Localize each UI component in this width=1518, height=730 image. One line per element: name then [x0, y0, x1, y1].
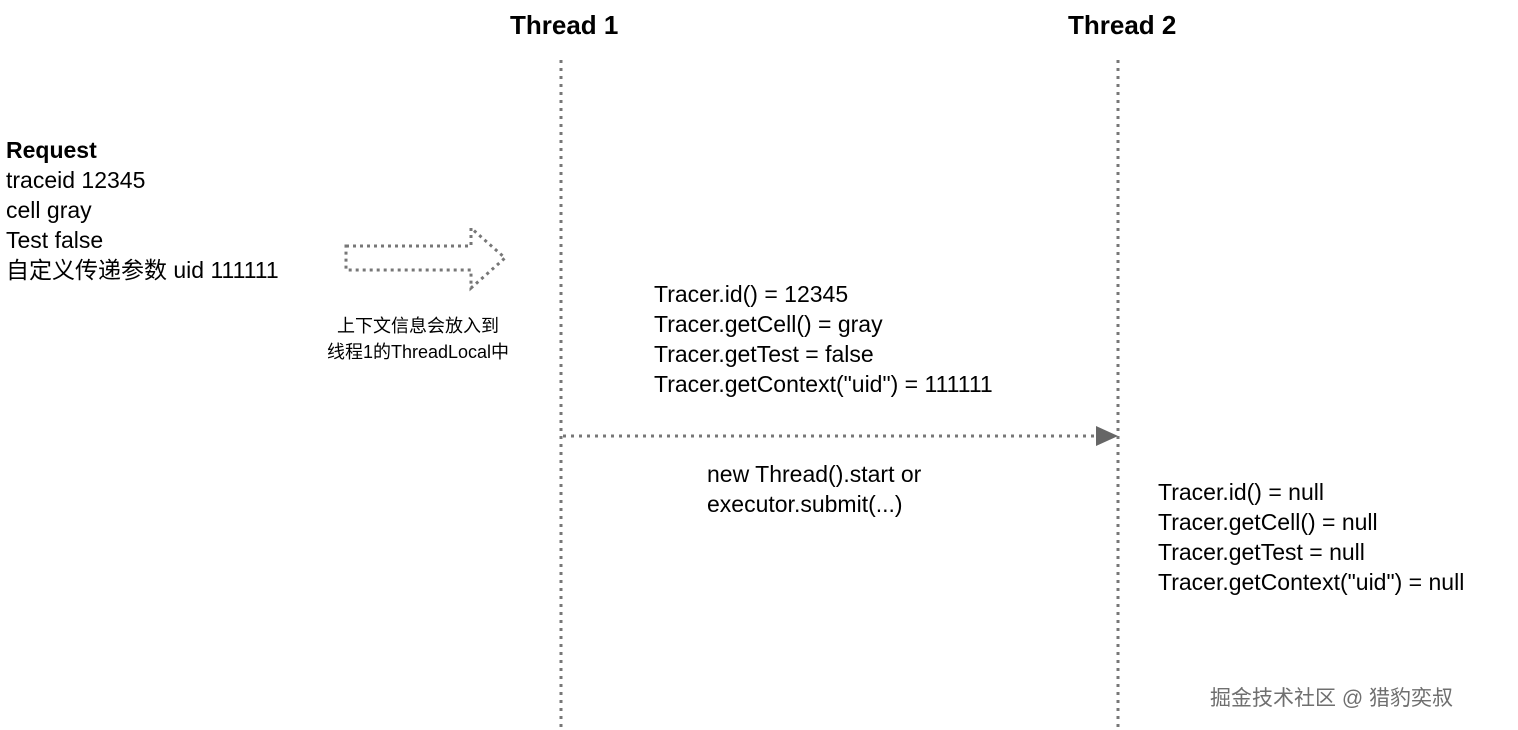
thread-2-values: Tracer.id() = null Tracer.getCell() = nu… — [1158, 477, 1464, 597]
thread-1-value-line: Tracer.id() = 12345 — [654, 281, 849, 307]
context-caption: 上下文信息会放入到 线程1的ThreadLocal中 — [300, 313, 536, 365]
request-title: Request — [6, 137, 97, 163]
thread-1-title: Thread 1 — [510, 10, 619, 40]
thread-1-value-line: Tracer.getContext("uid") = 111111 — [654, 371, 993, 397]
thread-1-values: Tracer.id() = 12345 Tracer.getCell() = g… — [654, 279, 993, 399]
spawn-caption-line: new Thread().start or — [707, 461, 922, 487]
thread-2-value-line: Tracer.getCell() = null — [1158, 509, 1378, 535]
thread-1-value-line: Tracer.getCell() = gray — [654, 311, 883, 337]
thread-2-title: Thread 2 — [1068, 10, 1177, 40]
thread-2-value-line: Tracer.getTest = null — [1158, 539, 1365, 565]
request-block: Request traceid 12345 cell gray Test fal… — [6, 135, 279, 285]
spawn-caption: new Thread().start or executor.submit(..… — [707, 459, 921, 519]
spawn-arrow-head — [1096, 426, 1118, 446]
watermark: 掘金技术社区 @ 猎豹奕叔 — [1210, 687, 1453, 710]
request-line: traceid 12345 — [6, 167, 146, 193]
thread-2-value-line: Tracer.getContext("uid") = null — [1158, 569, 1465, 595]
request-line: Test false — [6, 227, 104, 253]
request-line: 自定义传递参数 uid 111111 — [6, 257, 279, 283]
context-caption-line: 线程1的ThreadLocal中 — [326, 342, 510, 362]
spawn-caption-line: executor.submit(...) — [707, 491, 903, 517]
context-caption-line: 上下文信息会放入到 — [337, 316, 499, 336]
context-block-arrow — [344, 224, 508, 292]
thread-2-value-line: Tracer.id() = null — [1158, 479, 1324, 505]
request-line: cell gray — [6, 197, 92, 223]
thread-1-value-line: Tracer.getTest = false — [654, 341, 874, 367]
